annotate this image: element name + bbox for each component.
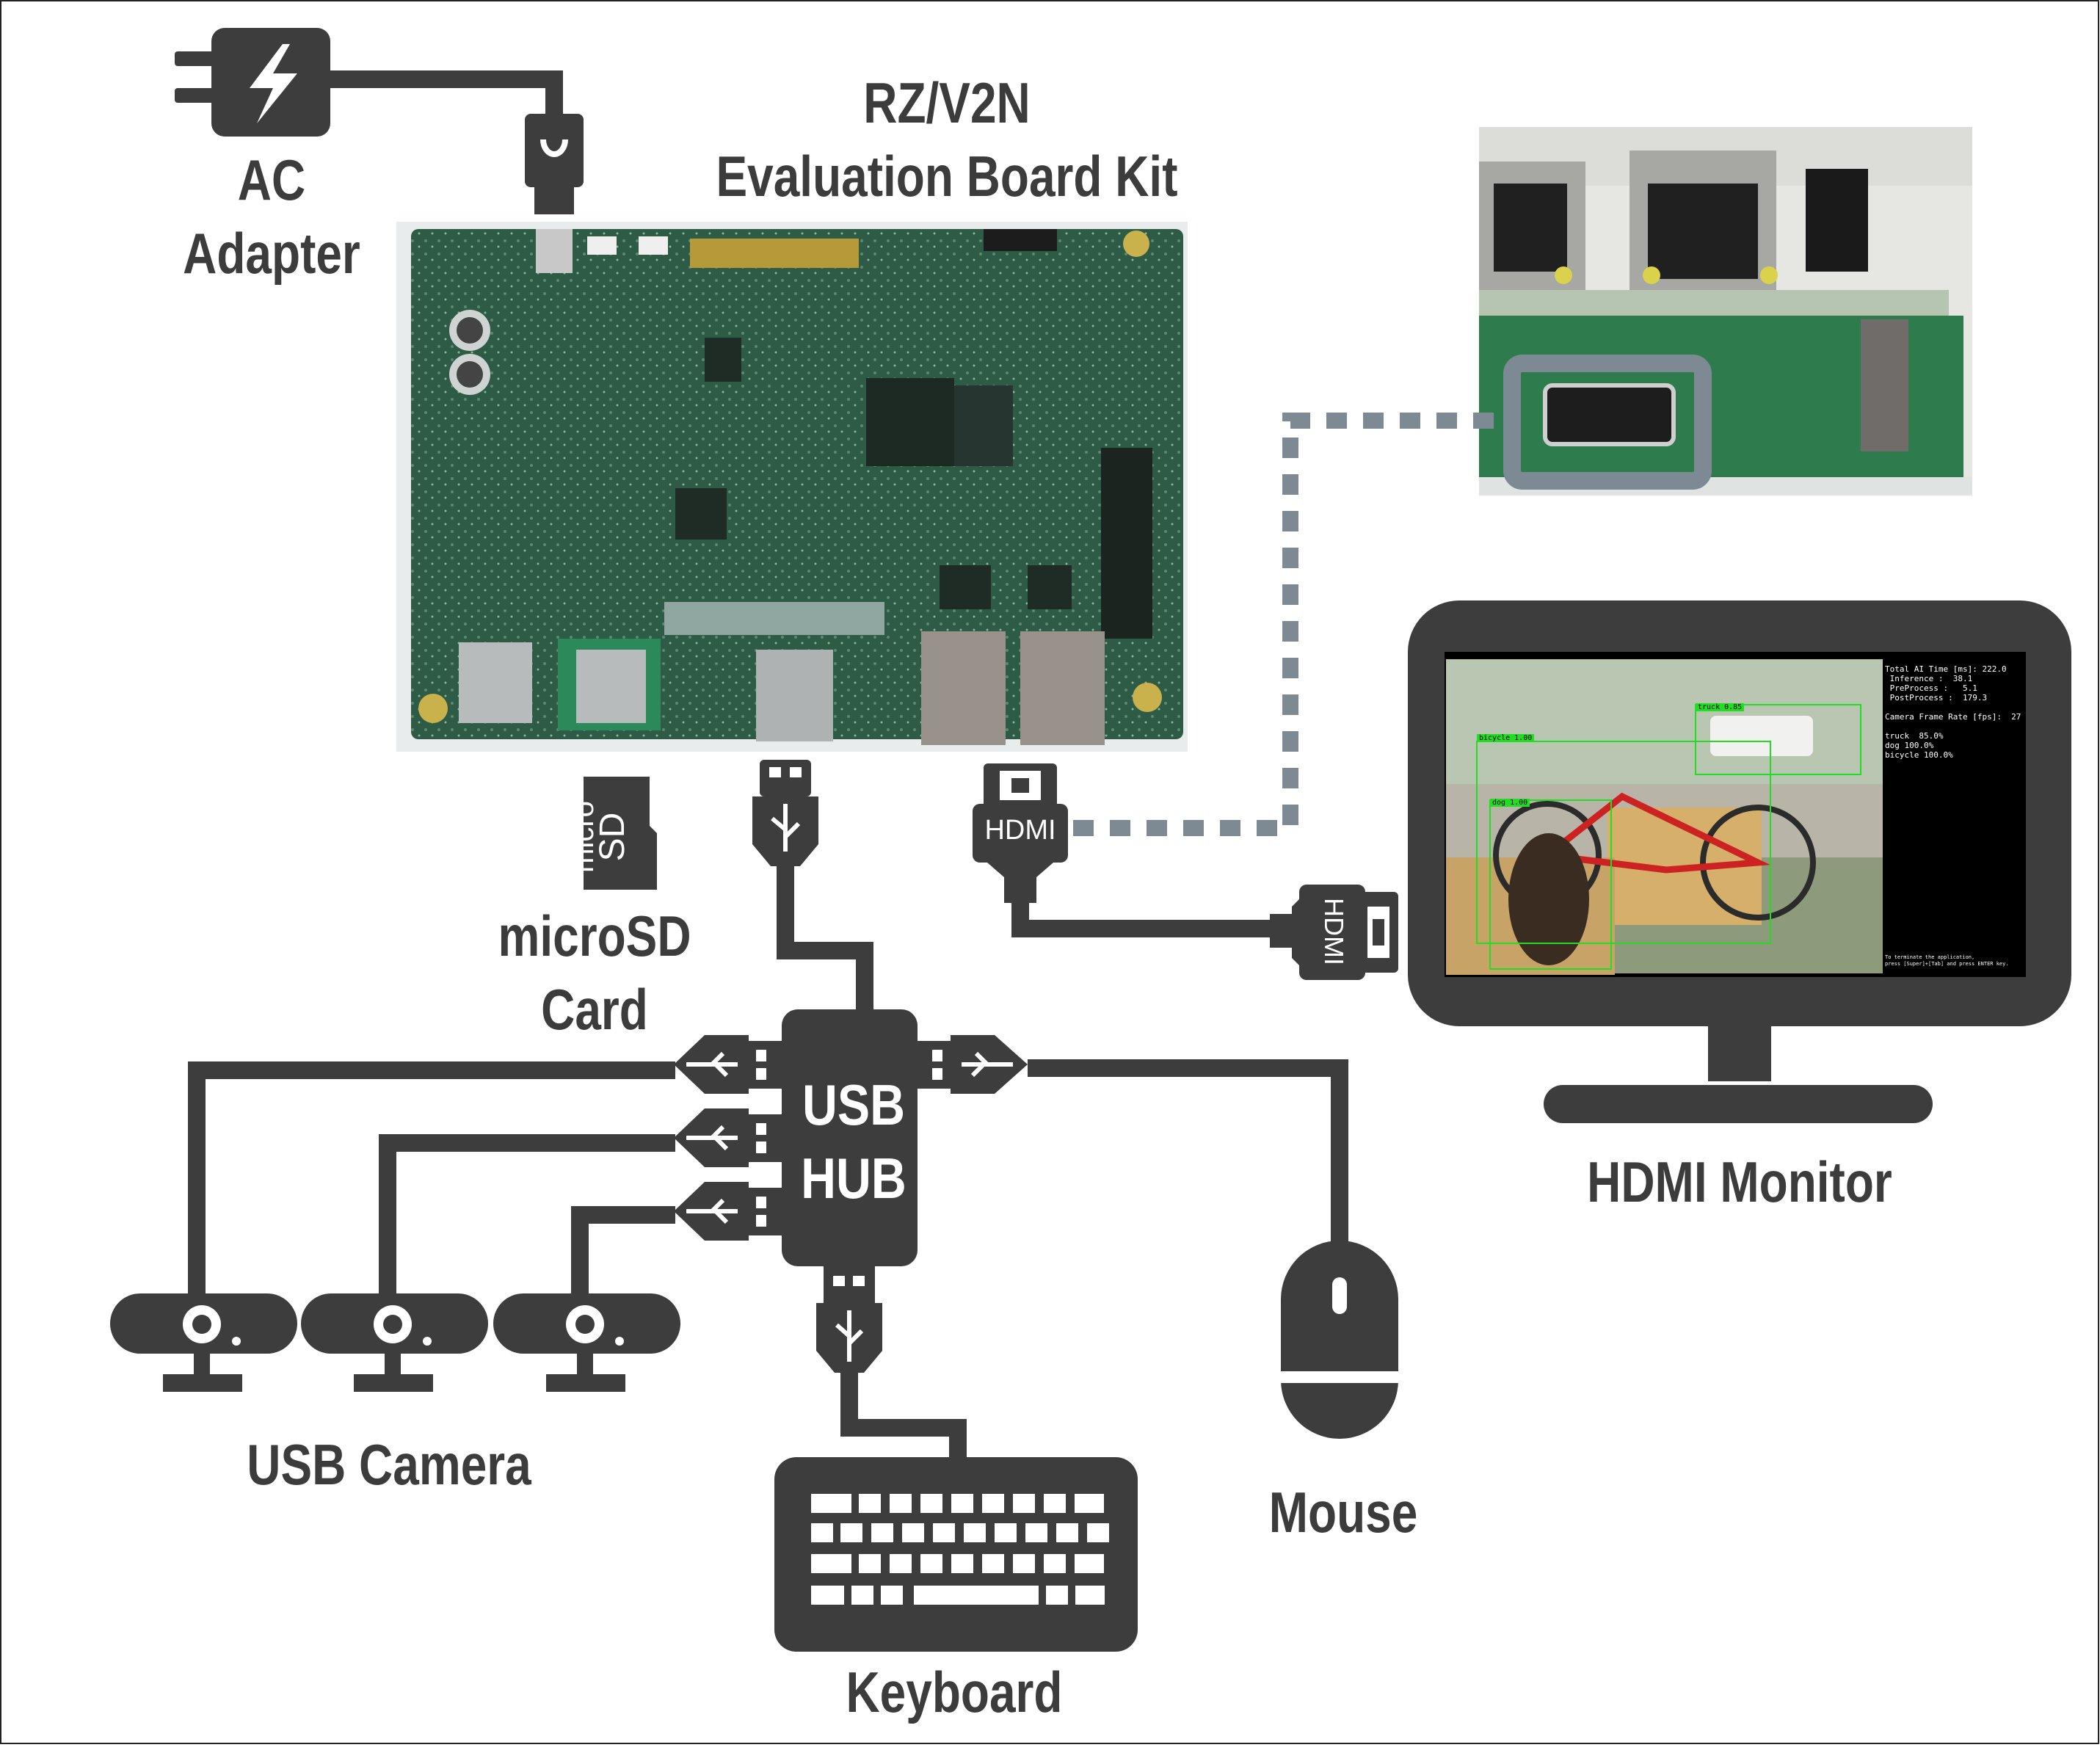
- keyboard-key: [871, 1523, 893, 1542]
- keyboard-key: [859, 1494, 881, 1513]
- mouse-label: Mouse: [1268, 1480, 1418, 1545]
- board-photo: [396, 222, 1188, 752]
- keyboard-key: [995, 1523, 1017, 1542]
- keyboard-key: [1044, 1494, 1066, 1513]
- board-usb-connector-icon: [752, 760, 873, 1013]
- keyboard-key: [1013, 1494, 1035, 1513]
- screen-footer-text: To terminate the application, press [Sup…: [1885, 954, 2009, 967]
- keyboard-key: [1087, 1523, 1109, 1542]
- keyboard-key: [902, 1523, 924, 1542]
- microsd-card-icon: [584, 777, 657, 890]
- keyboard-key: [1025, 1523, 1047, 1542]
- hdmi-port-closeup-photo: [1479, 127, 1972, 496]
- hdmi-connector-text: HDMI: [984, 815, 1056, 846]
- keyboard-key: [964, 1523, 986, 1542]
- microsd-icon-text: micro SD: [567, 796, 642, 877]
- keyboard-key: [811, 1554, 851, 1573]
- keyboard-key: [859, 1554, 881, 1573]
- keyboard-key: [933, 1523, 955, 1542]
- dog-detection-tag: dog 1.00: [1490, 799, 1530, 807]
- hdmi-monitor-connector-text: HDMI: [1319, 898, 1349, 965]
- keyboard-key: [1075, 1554, 1104, 1573]
- ac-adapter-label-line1: AC: [237, 148, 306, 212]
- monitor-label: HDMI Monitor: [1587, 1150, 1892, 1214]
- microsd-label-line1: microSD: [498, 904, 691, 968]
- keyboard-label: Keyboard: [846, 1660, 1063, 1724]
- keyboard-key: [811, 1494, 851, 1513]
- usb-camera-icons: [110, 1293, 680, 1392]
- usb-hub-body: [782, 1009, 918, 1266]
- mouse-cable: [1028, 1059, 1348, 1248]
- keyboard-key: [851, 1586, 873, 1605]
- hdmi-dotted-cable: [1068, 413, 1494, 836]
- ac-adapter-label-line2: Adapter: [183, 221, 360, 286]
- camera2-cable: [379, 1134, 675, 1299]
- ac-adapter-icon: [175, 28, 584, 214]
- camera3-cable: [571, 1206, 675, 1299]
- keyboard-key: [881, 1586, 903, 1605]
- hub-bottom-usb-plug: [816, 1266, 967, 1468]
- bicycle-detection-tag: bicycle 1.00: [1477, 734, 1535, 742]
- hdmi-connector-icon: [973, 763, 1274, 937]
- keyboard-key: [982, 1554, 1004, 1573]
- camera1-cable: [188, 1061, 675, 1299]
- mouse-icon: [1281, 1241, 1398, 1439]
- keyboard-key: [840, 1523, 862, 1542]
- keyboard-key: [1044, 1554, 1066, 1573]
- keyboard-key: [811, 1523, 833, 1542]
- detection-screen-image: [1446, 659, 1883, 975]
- screen-stats-text: Total AI Time [ms]: 222.0 Inference : 38…: [1885, 664, 2021, 760]
- camera-label: USB Camera: [247, 1432, 531, 1497]
- hub-right-usb-plug: [918, 1035, 1028, 1094]
- usb-hub-label-line1: USB: [802, 1072, 905, 1137]
- keyboard-key: [920, 1494, 942, 1513]
- usb-hub-label-line2: HUB: [801, 1146, 907, 1211]
- keyboard-icon: [774, 1457, 1138, 1652]
- keyboard-key: [890, 1494, 912, 1513]
- truck-detection-tag: truck 0.85: [1696, 703, 1745, 711]
- keyboard-key: [1075, 1586, 1105, 1605]
- keyboard-key: [951, 1554, 973, 1573]
- keyboard-key: [1013, 1554, 1035, 1573]
- keyboard-key: [811, 1586, 844, 1605]
- keyboard-key: [982, 1494, 1004, 1513]
- board-title-line1: RZ/V2N: [863, 70, 1031, 135]
- keyboard-key: [914, 1586, 1039, 1605]
- keyboard-key: [951, 1494, 973, 1513]
- hub-left-usb-plugs: [674, 1035, 782, 1241]
- keyboard-key: [1046, 1586, 1068, 1605]
- keyboard-key: [1056, 1523, 1078, 1542]
- keyboard-key: [1075, 1494, 1104, 1513]
- keyboard-key: [920, 1554, 942, 1573]
- keyboard-key: [890, 1554, 912, 1573]
- microsd-label-line2: Card: [541, 977, 648, 1042]
- board-title-line2: Evaluation Board Kit: [716, 144, 1178, 208]
- microsd-icon-text-2: SD: [593, 812, 632, 862]
- hdmi-monitor-connector-icon: [1270, 885, 1398, 980]
